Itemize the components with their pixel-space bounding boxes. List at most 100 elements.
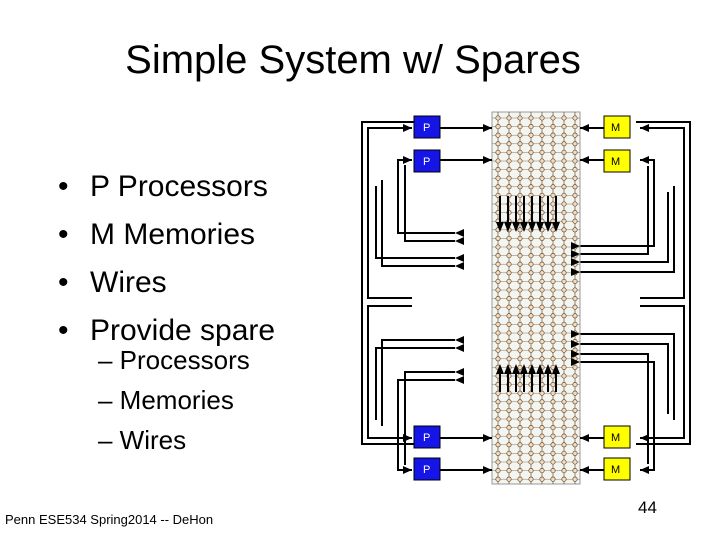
switch-point [539, 425, 545, 431]
arrow-right-icon [571, 250, 580, 258]
switch-point [539, 132, 545, 138]
arrow-down-icon [496, 222, 504, 232]
switch-point [517, 149, 523, 155]
bullet-item: •P Processors [58, 163, 275, 211]
switch-point [561, 339, 567, 345]
arrow-right-icon [403, 124, 412, 132]
arrow-left-icon [455, 262, 464, 270]
bullet-item: •Provide spare [58, 307, 275, 355]
switch-point [572, 407, 578, 413]
switch-point [561, 201, 567, 207]
switch-point [528, 124, 534, 130]
switch-point [528, 296, 534, 302]
switch-point [550, 278, 556, 284]
switch-point [572, 373, 578, 379]
switch-point [539, 278, 545, 284]
arrow-right-icon [571, 350, 580, 358]
arrow-right-icon [571, 330, 580, 338]
switch-point [561, 450, 567, 456]
wire [580, 361, 655, 471]
arrow-left-icon [455, 336, 464, 344]
switch-point [528, 425, 534, 431]
switch-point [506, 270, 512, 276]
switch-point [550, 407, 556, 413]
switch-point [550, 158, 556, 164]
switch-point [550, 235, 556, 241]
switch-point [550, 356, 556, 362]
arrow-up-icon [504, 364, 512, 374]
switch-point [539, 175, 545, 181]
sub-bullet-list: – Processors – Memories – Wires [98, 340, 250, 460]
wire [580, 166, 649, 255]
switch-point [539, 330, 545, 336]
switch-point [528, 253, 534, 259]
switch-point [561, 261, 567, 267]
wire [636, 121, 691, 306]
switch-point [506, 167, 512, 173]
switch-point [572, 399, 578, 405]
switch-point [561, 321, 567, 327]
switch-point [517, 442, 523, 448]
bullet-text: M Memories [90, 218, 256, 251]
switch-point [550, 468, 556, 474]
wire [404, 165, 455, 242]
switch-point [572, 450, 578, 456]
processor-label: P [423, 156, 430, 168]
switch-point [506, 175, 512, 181]
switch-point [495, 261, 501, 267]
switch-point [539, 450, 545, 456]
bullet-marker: • [58, 266, 69, 299]
switch-point [539, 167, 545, 173]
switch-point [572, 124, 578, 130]
bullet-item: •Wires [58, 259, 275, 307]
switch-point [495, 235, 501, 241]
switch-point [561, 399, 567, 405]
wire [580, 159, 655, 247]
switch-point [517, 132, 523, 138]
switch-point [561, 373, 567, 379]
switch-point [561, 244, 567, 250]
switch-point [506, 407, 512, 413]
switch-point [550, 442, 556, 448]
switch-point [550, 321, 556, 327]
switch-point [495, 244, 501, 250]
switch-point [517, 184, 523, 190]
switch-point [572, 115, 578, 121]
switch-point [539, 476, 545, 482]
switch-point [517, 356, 523, 362]
switch-point [539, 184, 545, 190]
bullet-list: •P Processors • M Memories •Wires •Provid… [58, 163, 275, 355]
footer-text: Penn ESE534 Spring2014 -- DeHon [5, 512, 214, 527]
switch-point [495, 407, 501, 413]
arrow-right-icon [571, 258, 580, 266]
switch-point [561, 227, 567, 233]
switch-point [550, 253, 556, 259]
switch-point [528, 330, 534, 336]
switch-point [539, 287, 545, 293]
switch-point [495, 416, 501, 422]
switch-point [550, 373, 556, 379]
switch-point [539, 141, 545, 147]
switch-point [561, 278, 567, 284]
switch-point [539, 407, 545, 413]
switch-point [506, 330, 512, 336]
switch-point [550, 416, 556, 422]
slide-title: Simple System w/ Spares [125, 38, 581, 82]
switch-point [572, 459, 578, 465]
switch-point [539, 124, 545, 130]
switch-point [539, 468, 545, 474]
switch-point [539, 313, 545, 319]
switch-point [561, 364, 567, 370]
arrow-right-icon [571, 358, 580, 366]
switch-point [528, 450, 534, 456]
switch-point [572, 287, 578, 293]
switch-point [561, 192, 567, 198]
switch-point [550, 261, 556, 267]
switch-point [495, 115, 501, 121]
switch-point [517, 210, 523, 216]
arrow-left-icon [640, 124, 649, 132]
switch-point [561, 330, 567, 336]
switch-point [517, 244, 523, 250]
switch-point [528, 442, 534, 448]
switch-point [528, 149, 534, 155]
